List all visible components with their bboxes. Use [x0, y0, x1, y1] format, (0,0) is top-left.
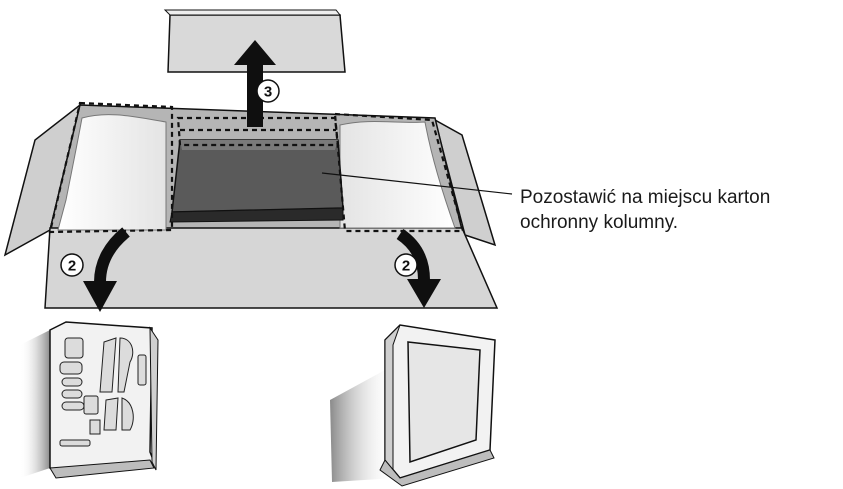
step-2-left-label: 2	[68, 258, 76, 275]
callout-text: Pozostawić na miejscu karton ochronny ko…	[520, 185, 840, 235]
right-foam-dashed-outline	[333, 112, 465, 233]
arrow-step-2-left: 2	[60, 227, 130, 312]
callout-line-1: Pozostawić na miejscu karton	[520, 187, 771, 208]
carton-right-flap	[433, 118, 497, 247]
callout-leader-line	[321, 172, 513, 195]
left-foam-dashed-outline	[48, 101, 174, 234]
removed-left-foam-insert	[20, 321, 159, 479]
column-protective-box	[169, 139, 344, 223]
step-3-label: 3	[264, 84, 272, 101]
left-foam-in-box	[57, 114, 167, 231]
dashed-outlines	[48, 101, 465, 234]
right-foam-in-box	[339, 120, 456, 229]
carton-bottom-lid	[44, 227, 499, 309]
arrow-step-2-right: 2	[394, 229, 441, 308]
arrow-step-3: 3	[234, 40, 280, 127]
callout-line-2: ochronny kolumny.	[520, 212, 679, 233]
removed-right-foam-cap	[330, 324, 496, 487]
top-foam-dashed-outline	[176, 116, 340, 147]
step-2-right-label: 2	[402, 258, 410, 275]
